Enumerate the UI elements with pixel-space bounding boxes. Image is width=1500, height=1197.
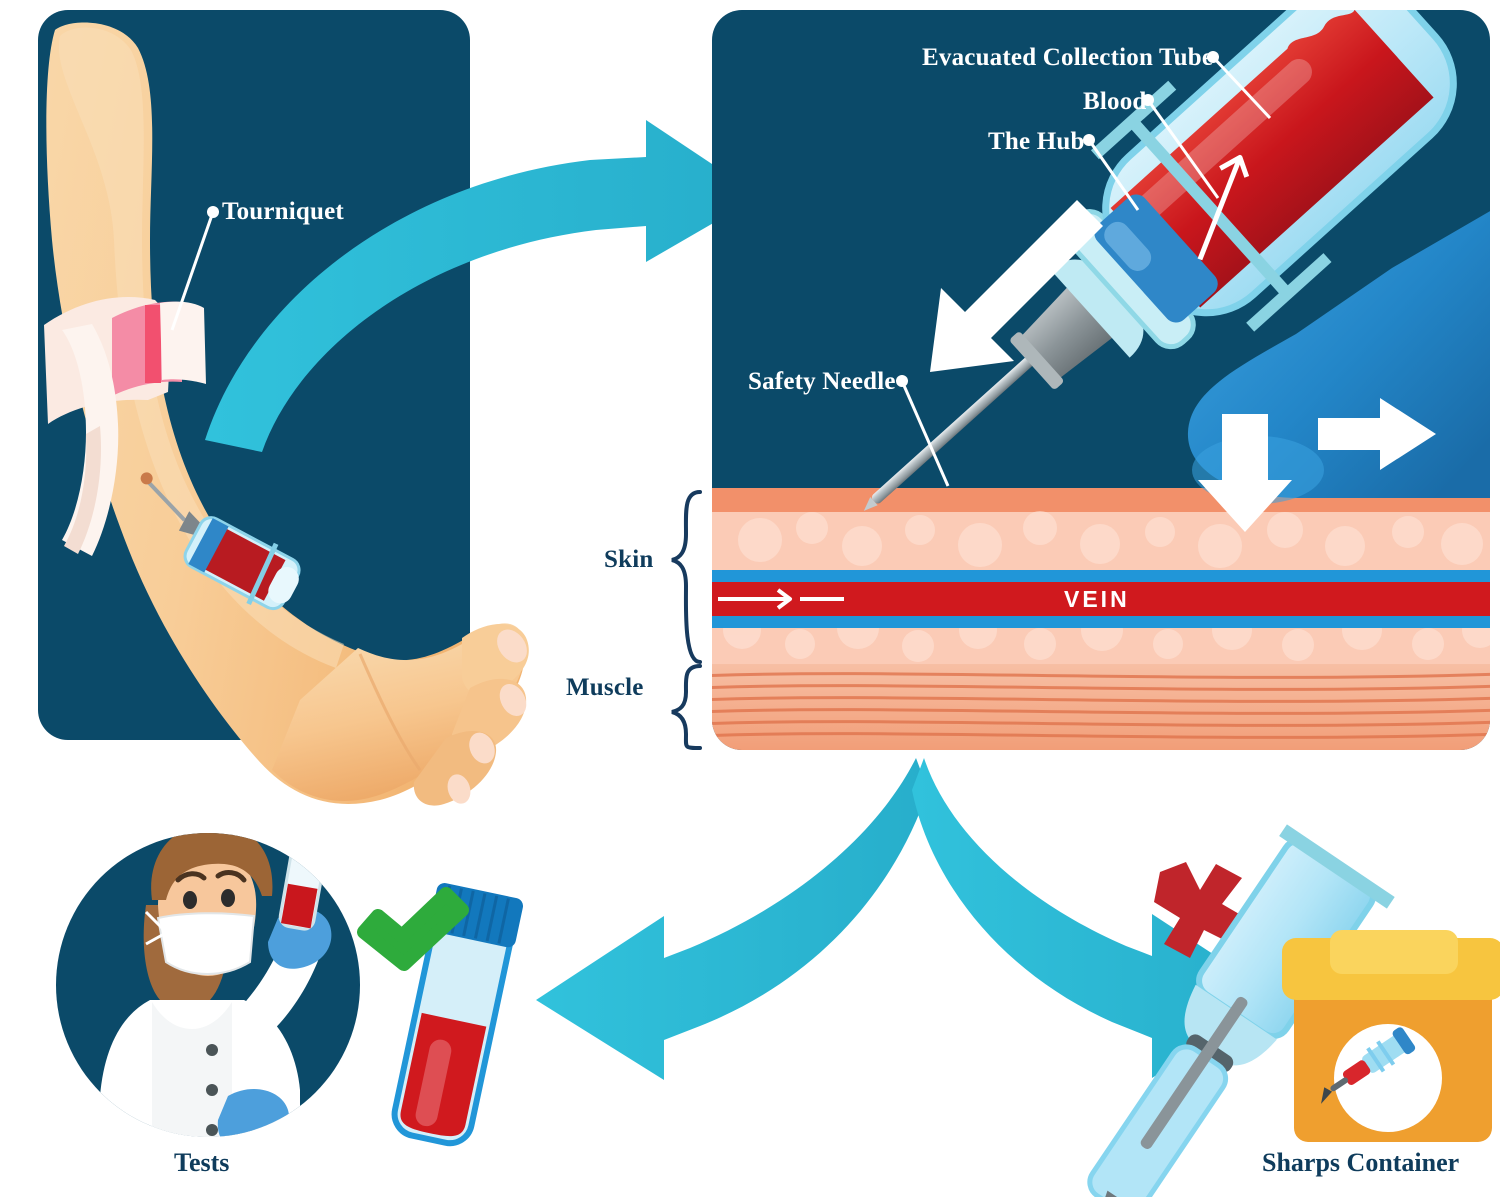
retract-arrow-right bbox=[1318, 398, 1436, 470]
label-blood: Blood bbox=[1083, 88, 1147, 115]
flow-arrow-to-tests bbox=[536, 758, 928, 1080]
holder-flange-top bbox=[1090, 80, 1177, 160]
lab-technician-badge bbox=[56, 833, 360, 1137]
tube-end-small bbox=[268, 567, 299, 604]
coat-button-3 bbox=[206, 1124, 218, 1136]
face-mask bbox=[156, 912, 256, 975]
vein-wall-bottom bbox=[712, 616, 1490, 628]
tourniquet-strap-right bbox=[160, 301, 206, 384]
used-needle-shaft bbox=[1140, 996, 1248, 1149]
leader-lines-closeup bbox=[900, 55, 1272, 487]
leader-tourniquet bbox=[170, 206, 219, 331]
hair-front bbox=[151, 833, 273, 900]
held-tube-blood bbox=[281, 883, 318, 929]
eyebrow-right bbox=[215, 870, 247, 883]
vein-wall-top bbox=[712, 570, 1490, 582]
fingernail-1 bbox=[497, 629, 527, 663]
result-tube-blood-highlight bbox=[415, 1039, 452, 1127]
syringe-in-arm bbox=[140, 472, 301, 611]
closeup-panel bbox=[671, 10, 1490, 750]
sharps-container-lid-top bbox=[1330, 930, 1458, 974]
label-skin: Skin bbox=[604, 546, 654, 573]
fingernail-3 bbox=[469, 732, 495, 764]
eye-left bbox=[183, 891, 197, 909]
sharps-container-symbol-background bbox=[1334, 1024, 1442, 1132]
safety-needle-shaft bbox=[871, 344, 1047, 504]
label-the-hub: The Hub bbox=[988, 128, 1085, 155]
used-needle-tip bbox=[1100, 1190, 1118, 1197]
holder-neck bbox=[1050, 259, 1144, 358]
used-needle-device bbox=[1087, 824, 1395, 1197]
blood-in-tube bbox=[1110, 10, 1434, 308]
hub-collar bbox=[1010, 332, 1064, 389]
holder-flange-bottom bbox=[1246, 253, 1332, 332]
brace-skin bbox=[671, 490, 702, 664]
check-icon bbox=[357, 887, 469, 971]
fill-direction-arrow bbox=[1197, 154, 1250, 261]
label-evacuated-collection-tube: Evacuated Collection Tube bbox=[922, 44, 1214, 71]
forearm-shape bbox=[46, 22, 525, 804]
tourniquet-band-stripe bbox=[145, 305, 161, 383]
coat-button-1 bbox=[206, 1044, 218, 1056]
muscle-fibers bbox=[712, 672, 1490, 739]
hand-palm bbox=[272, 623, 526, 801]
fingernail-2 bbox=[499, 683, 527, 717]
needle-shaft-small bbox=[143, 477, 186, 522]
arm-panel bbox=[38, 10, 529, 806]
discard-icon-cross bbox=[1154, 862, 1246, 958]
blood-flow-arrows bbox=[718, 588, 844, 610]
flow-arrow-arm-to-closeup bbox=[205, 120, 760, 452]
label-muscle: Muscle bbox=[566, 674, 644, 701]
caption-tests: Tests bbox=[174, 1148, 230, 1177]
tourniquet-tail-shadow bbox=[64, 426, 102, 554]
tourniquet bbox=[44, 297, 206, 556]
patient-arm-illustration bbox=[46, 22, 529, 806]
brace-muscle bbox=[671, 664, 702, 750]
coat-button-2 bbox=[206, 1084, 218, 1096]
tissue-cross-section bbox=[712, 488, 1490, 750]
fingernail-4 bbox=[447, 774, 471, 804]
push-arrow-white bbox=[930, 200, 1103, 372]
label-safety-needle: Safety Needle bbox=[748, 368, 896, 395]
needle-bevel bbox=[863, 497, 878, 511]
syringe-symbol-icon bbox=[1321, 1027, 1416, 1104]
plunger-small bbox=[188, 518, 229, 573]
eyebrow-left bbox=[175, 871, 207, 883]
blood-collection-device bbox=[863, 10, 1457, 511]
glove-lower bbox=[217, 1088, 290, 1137]
holder-flange-left bbox=[1126, 115, 1295, 301]
press-arrow-down bbox=[1198, 414, 1292, 532]
held-tube-cap bbox=[289, 840, 329, 860]
used-holder-flange bbox=[1279, 824, 1395, 909]
tube-wing-small bbox=[246, 542, 279, 606]
eye-right bbox=[221, 889, 235, 907]
sharps-container bbox=[1282, 930, 1500, 1142]
mask-strap bbox=[144, 910, 165, 946]
tube-stopper-highlight bbox=[1104, 221, 1152, 271]
forearm-highlight bbox=[58, 27, 344, 669]
flow-arrow-to-sharps bbox=[912, 758, 1280, 1078]
caption-sharps-container: Sharps Container bbox=[1262, 1148, 1460, 1177]
label-tourniquet: Tourniquet bbox=[222, 198, 344, 225]
puncture-site bbox=[140, 472, 153, 485]
leader-dots-closeup bbox=[896, 51, 1219, 387]
label-vein: VEIN bbox=[1064, 586, 1130, 612]
palm-crease bbox=[358, 653, 422, 771]
